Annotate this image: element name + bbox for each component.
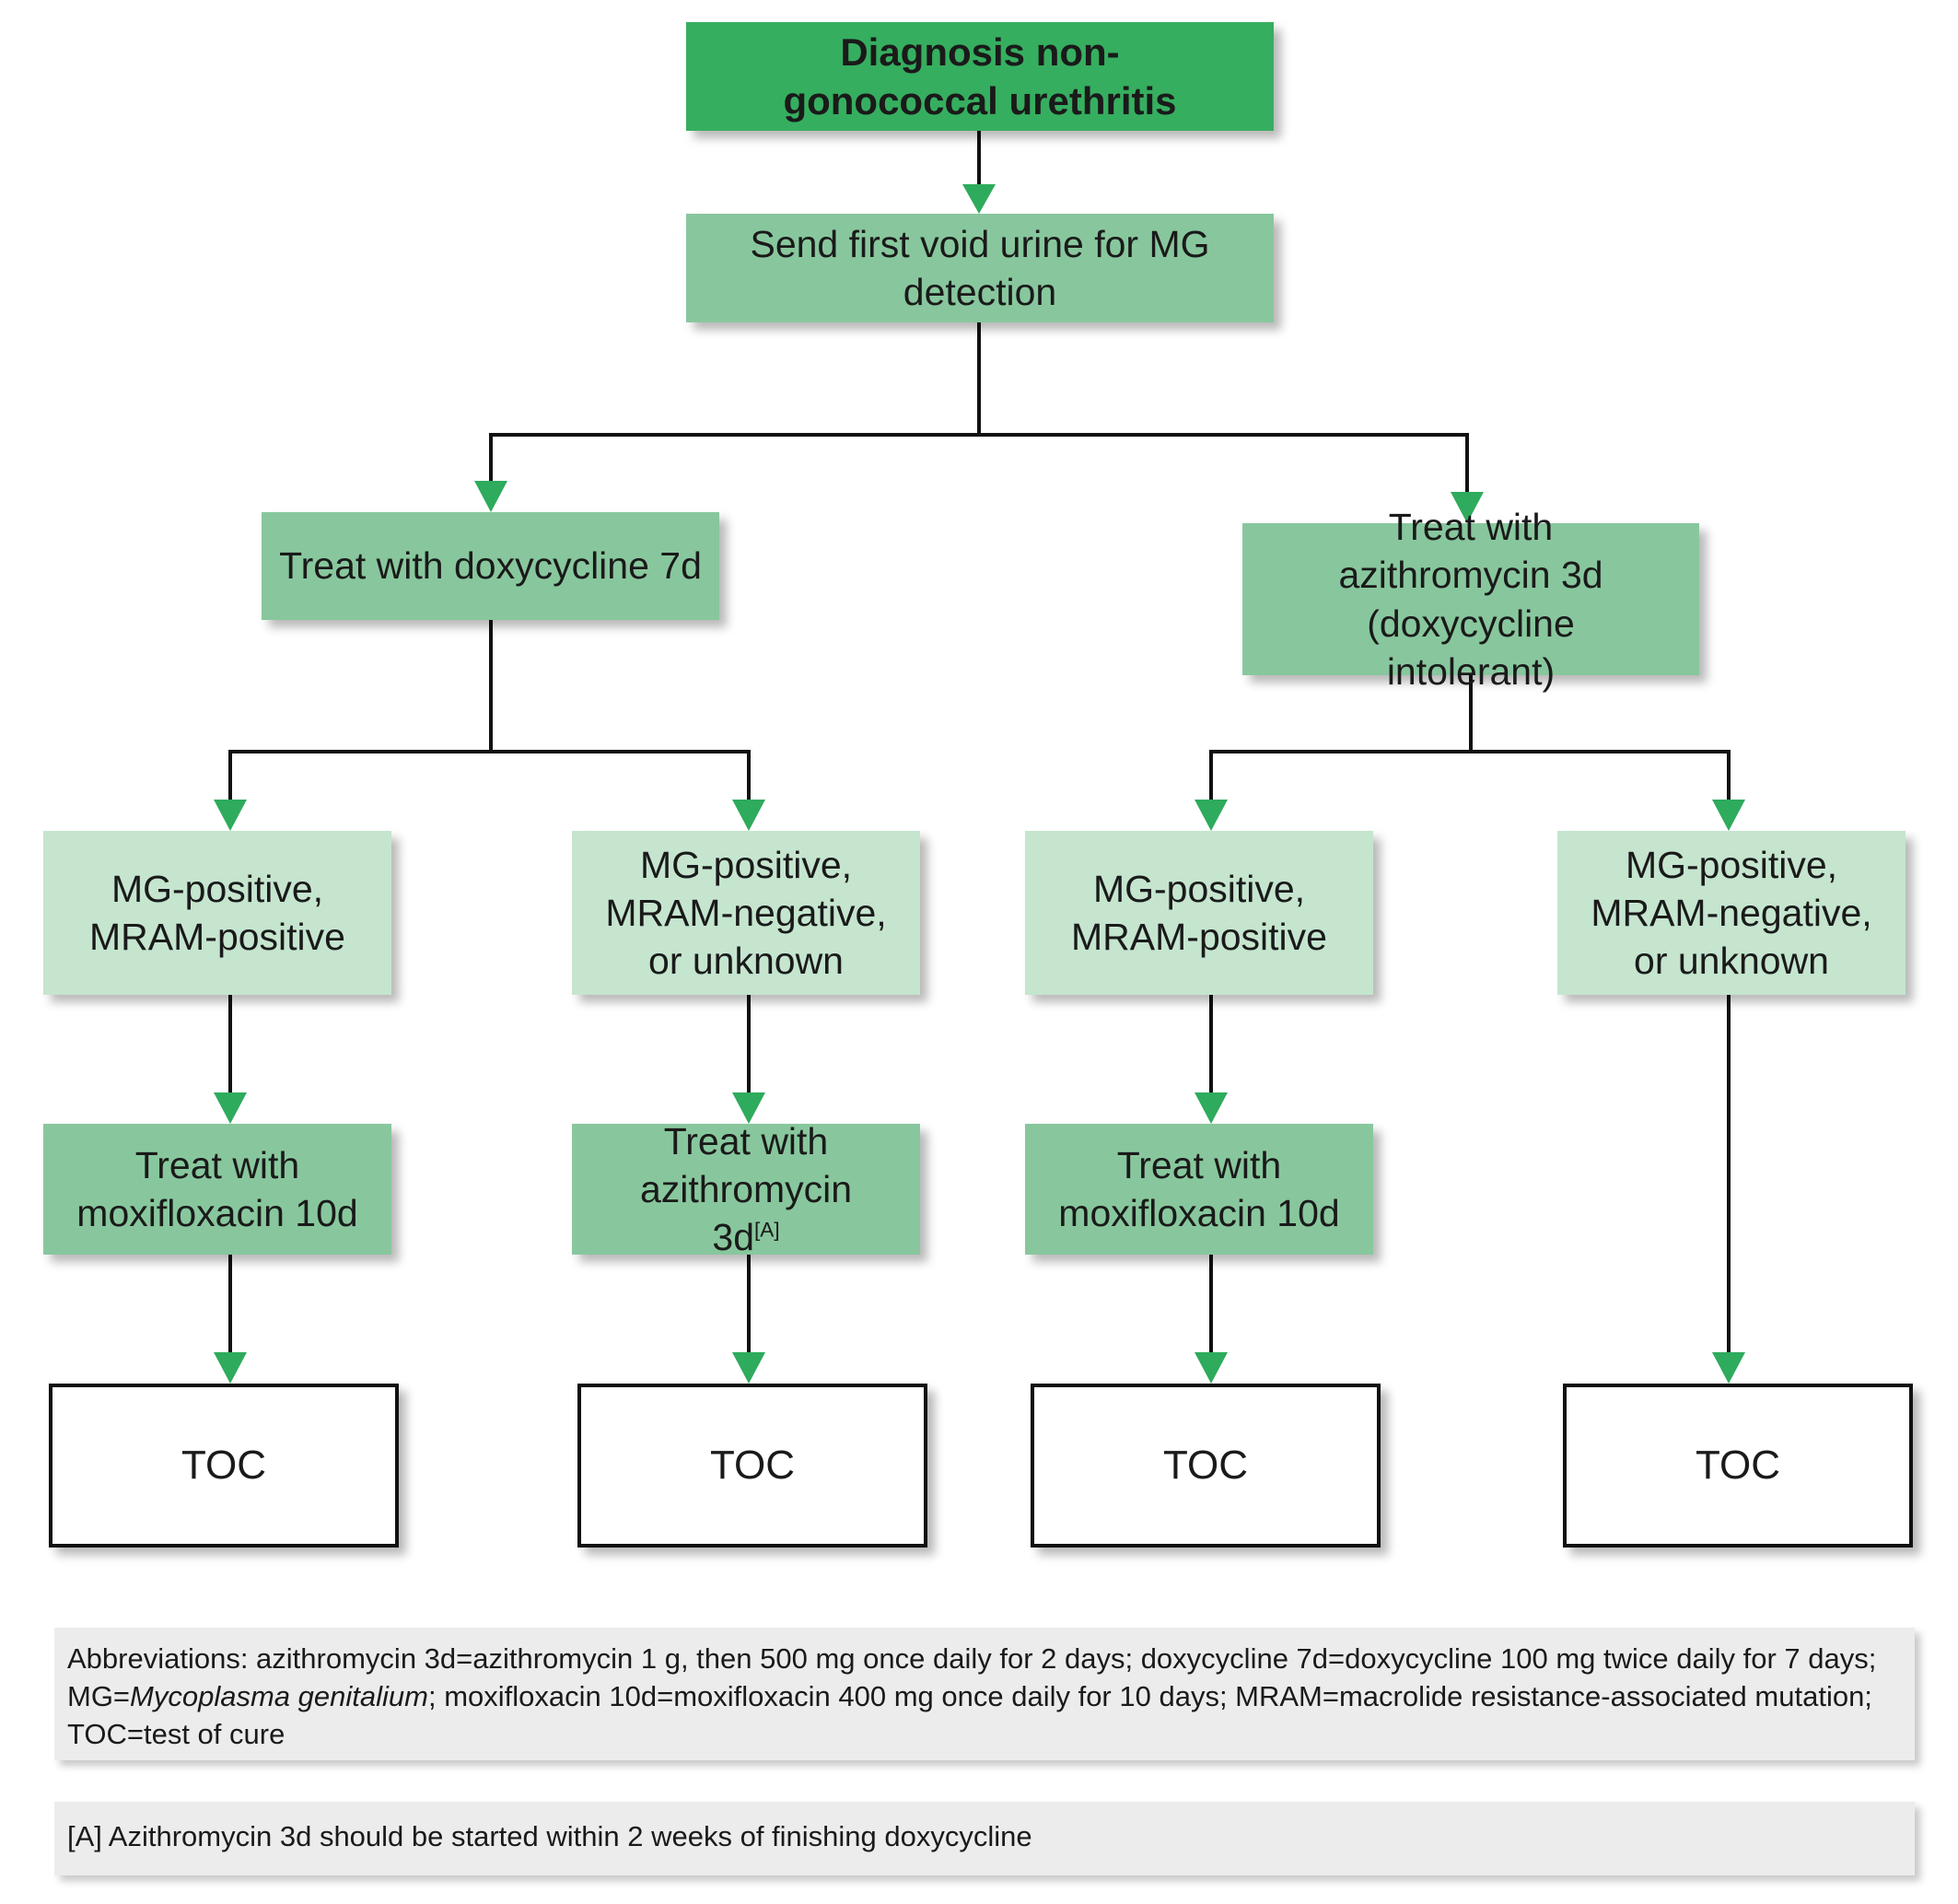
arrowhead bbox=[732, 1092, 765, 1124]
toc-label-4: TOC bbox=[1695, 1443, 1781, 1489]
footnote-ref-a: [A] bbox=[754, 1218, 780, 1242]
doxycycline-branch-label: Treat with doxycycline 7d bbox=[279, 544, 702, 588]
azithromycin-branch-label: Treat with azithromycin 3d (doxycycline … bbox=[1338, 506, 1603, 693]
abbreviations-note: Abbreviations: azithromycin 3d=azithromy… bbox=[54, 1628, 1915, 1760]
arrowhead bbox=[1195, 1352, 1228, 1384]
root-node-box: Diagnosis non-gonococcal urethritis bbox=[686, 22, 1274, 131]
footnote-note: [A] Azithromycin 3d should be started wi… bbox=[54, 1802, 1915, 1875]
abbreviations-text-1: Abbreviations: azithromycin 3d=azithromy… bbox=[67, 1642, 1877, 1712]
arrowhead bbox=[732, 800, 765, 831]
arrowhead bbox=[214, 800, 247, 831]
doxy-mram-negative-box: MG-positive, MRAM-negative, or unknown bbox=[572, 831, 920, 995]
arrowhead bbox=[1451, 492, 1484, 523]
moxifloxacin-treat-box-2: Treat with moxifloxacin 10d bbox=[1025, 1124, 1373, 1255]
arrowhead bbox=[1195, 800, 1228, 831]
moxifloxacin-treat-label-1: Treat with moxifloxacin 10d bbox=[76, 1143, 358, 1234]
azi-mram-negative-label: MG-positive, MRAM-negative, or unknown bbox=[1591, 843, 1872, 983]
toc-label-1: TOC bbox=[181, 1443, 267, 1489]
arrowhead bbox=[1195, 1092, 1228, 1124]
arrowhead bbox=[732, 1352, 765, 1384]
azi-mram-positive-box: MG-positive, MRAM-positive bbox=[1025, 831, 1373, 995]
azithromycin-treat-label: Treat with azithromycin 3d[A] bbox=[618, 1117, 874, 1261]
azi-mram-positive-label: MG-positive, MRAM-positive bbox=[1071, 867, 1327, 958]
azi-mram-negative-box: MG-positive, MRAM-negative, or unknown bbox=[1557, 831, 1906, 995]
send-urine-label: Send first void urine for MG detection bbox=[750, 222, 1210, 313]
root-node-label: Diagnosis non-gonococcal urethritis bbox=[783, 29, 1177, 123]
arrowhead bbox=[214, 1092, 247, 1124]
azithromycin-treat-box: Treat with azithromycin 3d[A] bbox=[572, 1120, 920, 1258]
doxy-mram-positive-box: MG-positive, MRAM-positive bbox=[43, 831, 391, 995]
moxifloxacin-treat-box-1: Treat with moxifloxacin 10d bbox=[43, 1124, 391, 1255]
footnote-text: [A] Azithromycin 3d should be started wi… bbox=[67, 1820, 1032, 1852]
toc-box-4: TOC bbox=[1563, 1384, 1913, 1548]
arrowhead bbox=[962, 184, 996, 214]
toc-box-3: TOC bbox=[1031, 1384, 1381, 1548]
arrowhead bbox=[474, 481, 507, 512]
arrowhead bbox=[1712, 800, 1745, 831]
toc-label-2: TOC bbox=[709, 1443, 796, 1489]
arrowhead bbox=[1712, 1352, 1745, 1384]
toc-label-3: TOC bbox=[1162, 1443, 1249, 1489]
azithromycin-treat-text: Treat with azithromycin 3d bbox=[639, 1119, 853, 1259]
doxy-mram-positive-label: MG-positive, MRAM-positive bbox=[89, 867, 345, 958]
send-urine-box: Send first void urine for MG detection bbox=[686, 214, 1274, 322]
arrowhead bbox=[214, 1352, 247, 1384]
doxycycline-branch-box: Treat with doxycycline 7d bbox=[262, 512, 719, 620]
azithromycin-branch-box: Treat with azithromycin 3d (doxycycline … bbox=[1242, 506, 1699, 693]
doxy-mram-negative-label: MG-positive, MRAM-negative, or unknown bbox=[605, 843, 887, 983]
abbreviations-text-2: ; moxifloxacin 10d=moxifloxacin 400 mg o… bbox=[67, 1679, 1872, 1750]
moxifloxacin-treat-label-2: Treat with moxifloxacin 10d bbox=[1058, 1143, 1340, 1234]
abbreviations-mg-italic: Mycoplasma genitalium bbox=[130, 1679, 428, 1712]
toc-box-1: TOC bbox=[49, 1384, 399, 1548]
toc-box-2: TOC bbox=[577, 1384, 927, 1548]
